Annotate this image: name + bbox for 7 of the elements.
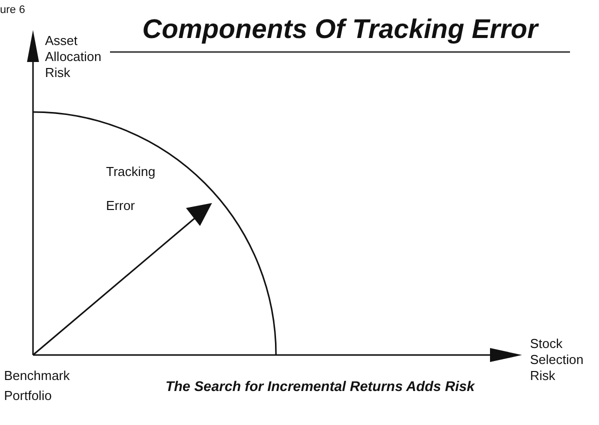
axis-label: Asset Allocation Risk [45, 33, 102, 81]
caption: The Search for Incremental Returns Adds Risk [164, 378, 476, 394]
axis-label: Stock Selection Risk [530, 336, 584, 384]
vector-label: Tracking Error [106, 163, 156, 215]
figure-number: ure 6 [0, 3, 26, 18]
origin-label: Benchmark Portfolio [4, 367, 71, 405]
diagram-title: Components Of Tracking Error [141, 14, 540, 45]
